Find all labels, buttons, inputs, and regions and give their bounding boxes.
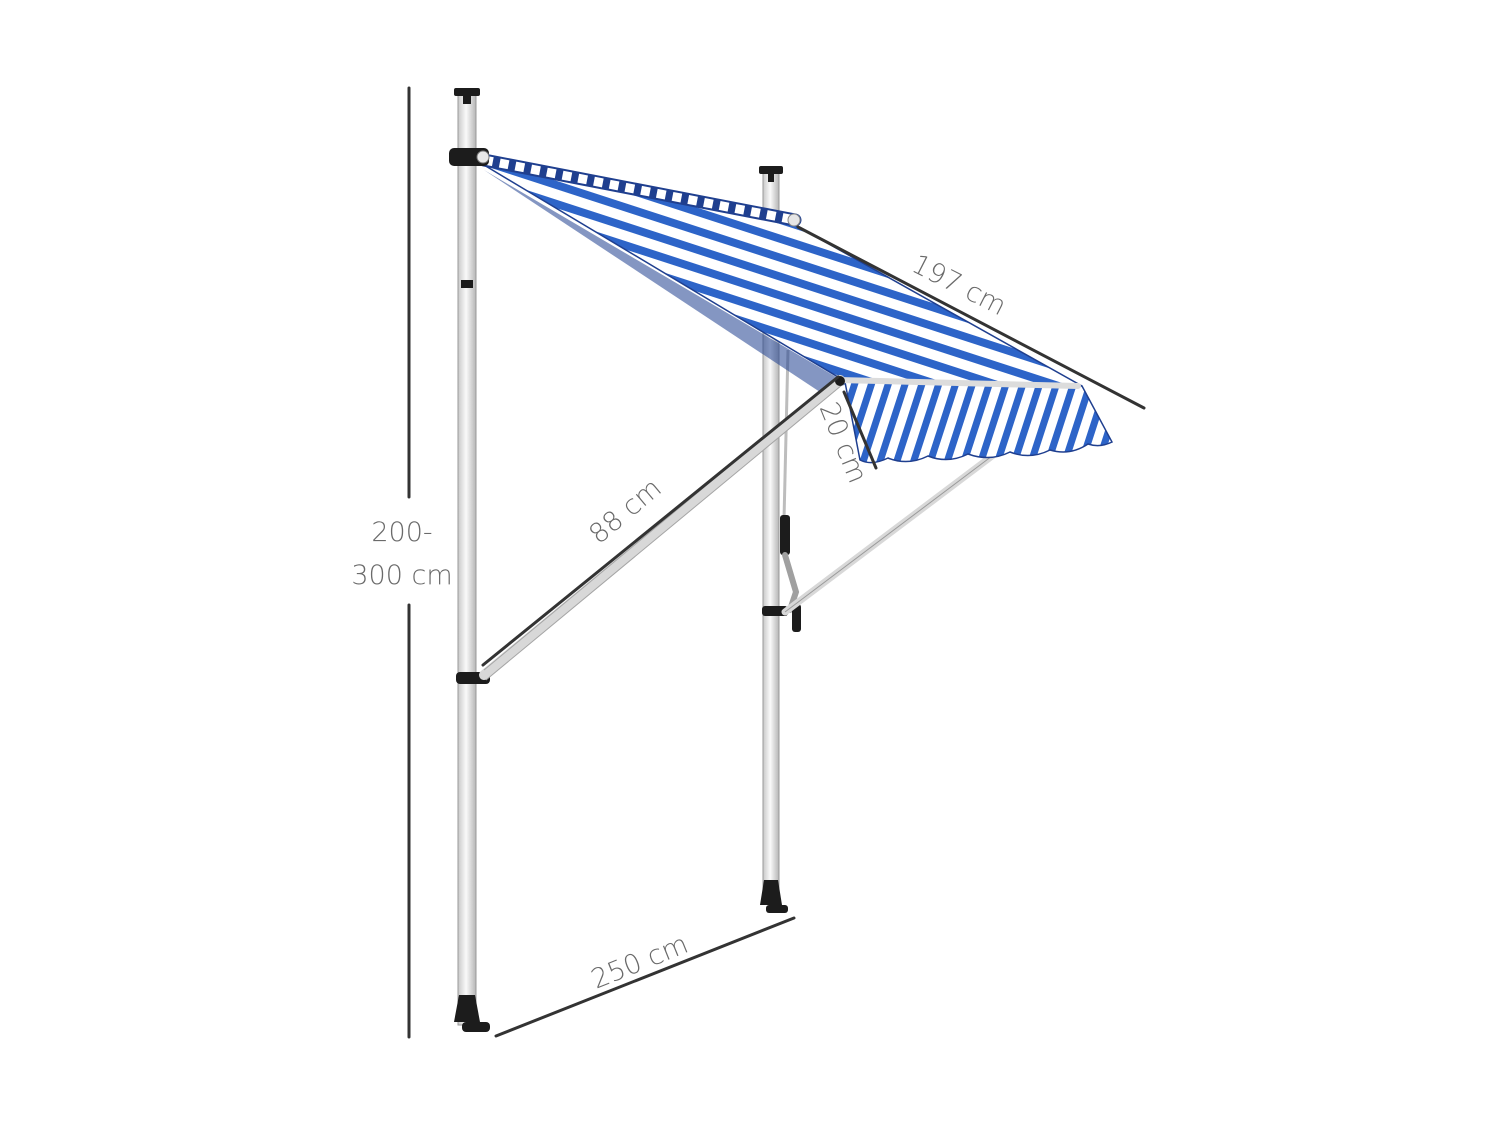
height-label-line1: 200-	[371, 517, 432, 548]
front-pole-foot	[454, 995, 480, 1022]
front-bar	[835, 377, 1081, 389]
height-label-line2: 300 cm	[351, 560, 452, 591]
arm-dimension-line	[481, 375, 840, 667]
front-arm	[479, 375, 845, 681]
awning-valance	[844, 381, 1114, 464]
valance-dimension-line	[842, 390, 878, 470]
dimension-lines	[407, 86, 1146, 1039]
crank-handle	[780, 349, 801, 632]
width-label: 250 cm	[587, 929, 693, 996]
back-pole-top-cap	[759, 166, 783, 174]
depth-dimension-line	[796, 225, 1146, 410]
front-pole	[449, 88, 490, 1032]
width-dimension-line	[494, 916, 796, 1038]
front-pole-top-cap	[454, 88, 480, 96]
awning-canopy	[483, 164, 1083, 392]
back-pole-bracket	[762, 606, 788, 616]
back-pole-foot	[760, 880, 782, 905]
roller-tube	[477, 153, 802, 227]
